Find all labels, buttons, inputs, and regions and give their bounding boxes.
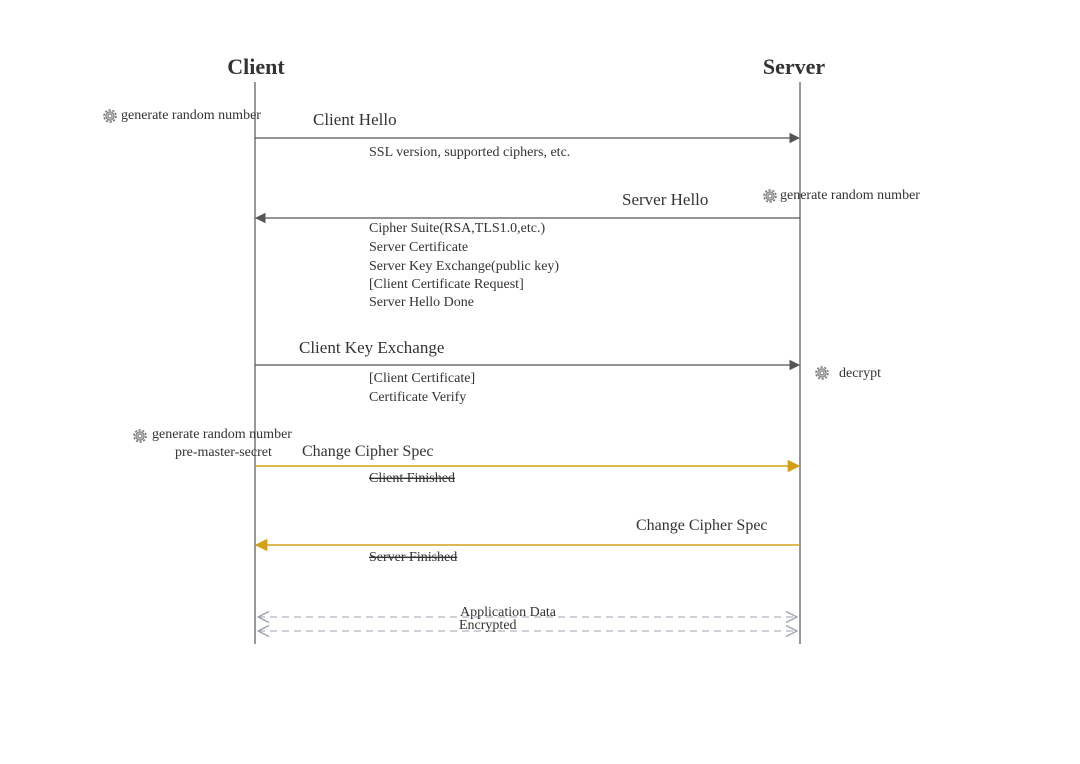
server-hello-detail: Server Hello Done (369, 295, 474, 310)
gear-icon (763, 189, 777, 203)
client-key-exchange-label: Client Key Exchange (299, 338, 444, 357)
server-hello-detail: Server Certificate (369, 240, 468, 255)
pre-master-secret-note: pre-master-secret (175, 445, 272, 460)
client-generate-random-note: generate random number (121, 108, 261, 123)
server-participant-title: Server (763, 54, 826, 79)
client-change-cipher-label: Change Cipher Spec (302, 443, 434, 460)
client-participant-title: Client (227, 54, 285, 79)
gear-icon (815, 366, 829, 380)
server-decrypt-note: decrypt (839, 366, 881, 381)
client-key-exchange-detail: Certificate Verify (369, 390, 466, 405)
server-hello-detail: Server Key Exchange(public key) (369, 259, 559, 274)
application-data-label: Application Data (460, 605, 557, 620)
gear-icon (103, 109, 117, 123)
application-data-sublabel: Encrypted (459, 618, 517, 633)
client-hello-detail: SSL version, supported ciphers, etc. (369, 145, 570, 160)
client-key-exchange-detail: [Client Certificate] (369, 371, 475, 386)
server-hello-detail: Cipher Suite(RSA,TLS1.0,etc.) (369, 221, 545, 236)
server-generate-random-note: generate random number (780, 188, 920, 203)
client-finished-detail: Client Finished (369, 471, 455, 486)
client-generate-random-note-2: generate random number (152, 427, 292, 442)
server-hello-detail: [Client Certificate Request] (369, 277, 524, 292)
gear-icon (133, 429, 147, 443)
client-hello-label: Client Hello (313, 110, 397, 129)
server-finished-detail: Server Finished (369, 550, 457, 565)
server-hello-label: Server Hello (622, 190, 708, 209)
server-change-cipher-label: Change Cipher Spec (636, 517, 768, 534)
